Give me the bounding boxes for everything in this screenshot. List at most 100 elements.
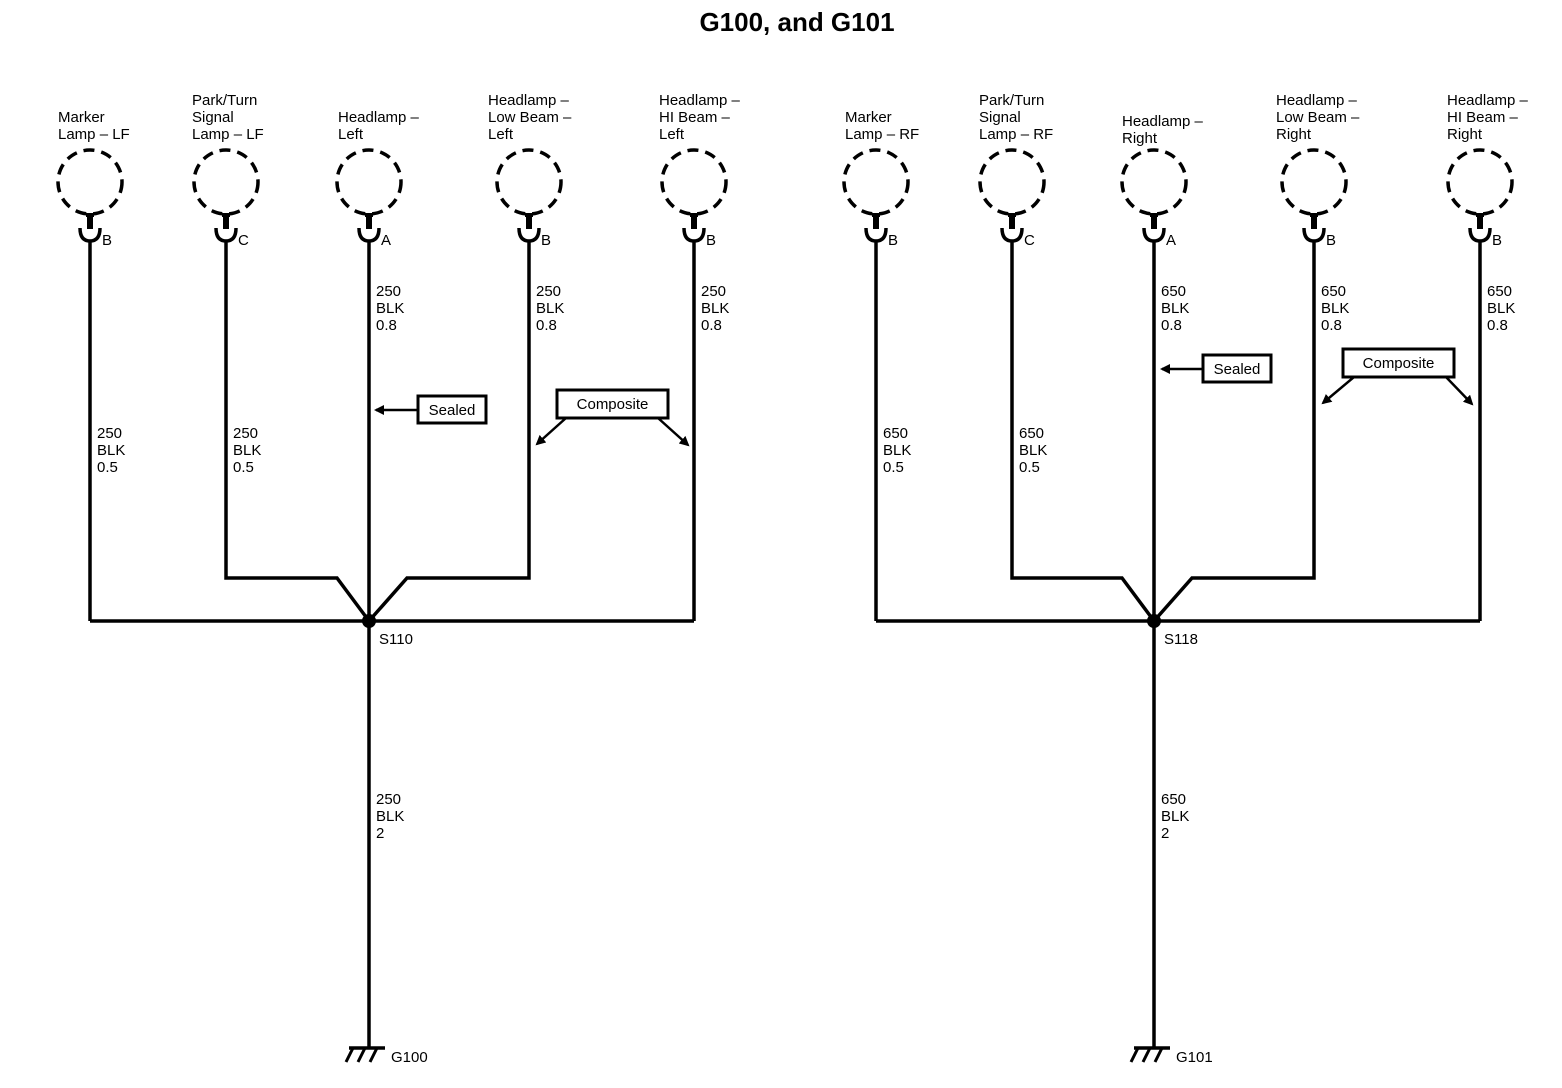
component-name: Signal — [192, 109, 234, 126]
composite-arrow — [1321, 376, 1355, 405]
wire-label: 250 — [376, 791, 401, 808]
connector-cup — [1142, 227, 1166, 243]
component-name: Headlamp – — [1276, 92, 1358, 109]
connector-cup — [78, 227, 102, 243]
lamp-outline — [1446, 148, 1514, 216]
wire-label: 0.8 — [376, 317, 397, 334]
wire-label: 250 — [97, 425, 122, 442]
component-name: Right — [1122, 130, 1158, 147]
component-name: Headlamp – — [1447, 92, 1529, 109]
ground-label: G101 — [1176, 1049, 1213, 1066]
component-name: Right — [1276, 126, 1312, 143]
splice-dot — [1147, 614, 1161, 628]
composite-arrow — [657, 417, 690, 447]
sealed-note-label: Sealed — [1214, 361, 1261, 378]
wire-label: BLK — [701, 300, 729, 317]
pin-letter: C — [1024, 232, 1035, 249]
component-name: Left — [659, 126, 685, 143]
sealed-note-box — [1201, 353, 1273, 384]
sealed-note-box — [416, 394, 488, 425]
component-name: Left — [338, 126, 364, 143]
composite-note-box — [555, 388, 670, 420]
wire-label: 0.5 — [883, 459, 904, 476]
wire-label: 250 — [701, 283, 726, 300]
terminal-pin — [526, 215, 532, 229]
connector-cup — [357, 227, 381, 243]
pin-letter: B — [541, 232, 551, 249]
composite-note-label: Composite — [1363, 355, 1435, 372]
wire-label: BLK — [376, 808, 404, 825]
composite-note-box — [1341, 347, 1456, 379]
wire-label: 0.8 — [701, 317, 722, 334]
lamp-outline — [842, 148, 910, 216]
wire-label: 650 — [1487, 283, 1512, 300]
wire-label: BLK — [536, 300, 564, 317]
component-name: Low Beam – — [488, 109, 572, 126]
terminal-pin — [366, 215, 372, 229]
terminal-pin — [223, 215, 229, 229]
wire — [224, 241, 371, 623]
wire — [367, 241, 531, 623]
connector-cup — [214, 227, 238, 243]
wire — [1152, 241, 1316, 623]
lamp-outline — [1120, 148, 1188, 216]
sealed-note-label: Sealed — [429, 402, 476, 419]
ground-hatch — [344, 1047, 355, 1063]
wire-label: 0.8 — [1321, 317, 1342, 334]
component-name: Lamp – LF — [192, 126, 264, 143]
wire-label: BLK — [376, 300, 404, 317]
pin-letter: B — [1326, 232, 1336, 249]
component-name: Lamp – RF — [845, 126, 919, 143]
terminal-pin — [691, 215, 697, 229]
component-name: Signal — [979, 109, 1021, 126]
lamp-outline — [495, 148, 563, 216]
wire-label: 2 — [1161, 825, 1169, 842]
connector-cup — [1302, 227, 1326, 243]
connector-cup — [682, 227, 706, 243]
wire-label: 0.8 — [536, 317, 557, 334]
wire-label: 650 — [1161, 791, 1186, 808]
ground-hatch — [1129, 1047, 1140, 1063]
pin-letter: B — [888, 232, 898, 249]
terminal-pin — [1009, 215, 1015, 229]
composite-arrow — [535, 417, 567, 446]
component-name: HI Beam – — [659, 109, 731, 126]
wire-label: 0.8 — [1161, 317, 1182, 334]
diagram-title: G100, and G101 — [699, 7, 894, 37]
wire-label: BLK — [1161, 808, 1189, 825]
component-name: Lamp – RF — [979, 126, 1053, 143]
lamp-outline — [192, 148, 260, 216]
component-name: Marker — [845, 109, 892, 126]
component-name: Low Beam – — [1276, 109, 1360, 126]
pin-letter: B — [706, 232, 716, 249]
lamp-outline — [56, 148, 124, 216]
component-name: Marker — [58, 109, 105, 126]
wire-label: BLK — [97, 442, 125, 459]
component-name: HI Beam – — [1447, 109, 1519, 126]
component-name: Park/Turn — [192, 92, 257, 109]
pin-letter: B — [102, 232, 112, 249]
component-name: Right — [1447, 126, 1483, 143]
terminal-pin — [1151, 215, 1157, 229]
wire-label: BLK — [233, 442, 261, 459]
wire-label: BLK — [1487, 300, 1515, 317]
ground-hatch — [1141, 1047, 1152, 1063]
connector-cup — [1468, 227, 1492, 243]
splice-dot — [362, 614, 376, 628]
wire-label: 250 — [376, 283, 401, 300]
wire-label: 0.5 — [1019, 459, 1040, 476]
ground-hatch — [356, 1047, 367, 1063]
wire-label: 650 — [1321, 283, 1346, 300]
wire-label: BLK — [1161, 300, 1189, 317]
ground-hatch — [1153, 1047, 1164, 1063]
pin-letter: A — [1166, 232, 1176, 249]
wire-label: BLK — [1019, 442, 1047, 459]
connector-cup — [1000, 227, 1024, 243]
wire-label: 250 — [536, 283, 561, 300]
component-name: Headlamp – — [338, 109, 420, 126]
terminal-pin — [1477, 215, 1483, 229]
wire — [1010, 241, 1156, 623]
